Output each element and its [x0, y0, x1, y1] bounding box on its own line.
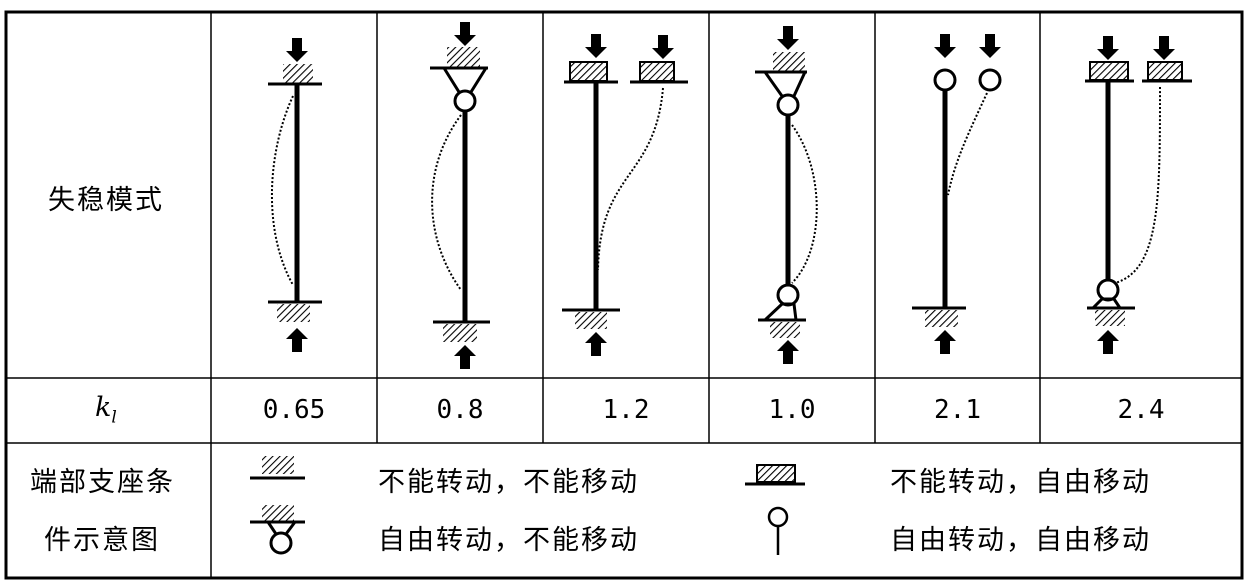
k-value-cell: 0.8 — [436, 395, 484, 425]
buckling-diagram-sliding-pinned — [1085, 36, 1192, 354]
buckling-diagram-fixed-fixed — [268, 38, 322, 352]
k-symbol: k — [95, 392, 112, 423]
buckling-diagram-free-fixed — [912, 34, 1002, 354]
legend-text-fixed: 不能转动，不能移动 — [378, 467, 639, 498]
row-header-support-line1: 端部支座条 — [30, 467, 175, 498]
fixed-support-icon — [250, 456, 305, 480]
k-value-cell: 2.1 — [934, 395, 981, 425]
legend-text-sliding-fixed: 不能转动，自由移动 — [890, 467, 1151, 498]
sliding-fixed-support-icon — [745, 464, 805, 486]
buckling-diagram-pinned-fixed — [430, 22, 490, 369]
pinned-support-icon — [250, 505, 305, 555]
row-header-buckling-mode: 失稳模式 — [48, 185, 164, 216]
k-subscript: l — [111, 407, 117, 428]
free-pin-icon — [767, 506, 789, 555]
k-value-cell: 1.0 — [768, 395, 816, 425]
k-value-cell: 2.4 — [1117, 395, 1165, 425]
row-header-support-line2: 件示意图 — [44, 525, 160, 556]
legend-text-free-pin: 自由转动，自由移动 — [890, 525, 1151, 556]
legend-text-pinned: 自由转动，不能移动 — [378, 525, 639, 556]
buckling-diagram-pinned-pinned — [755, 26, 818, 364]
k-value-cell: 0.65 — [262, 395, 326, 425]
table-grid — [4, 10, 1244, 580]
row-header-k: kl — [95, 392, 117, 427]
k-value-cell: 1.2 — [602, 395, 650, 425]
buckling-diagram-sliding-fixed — [562, 34, 688, 356]
